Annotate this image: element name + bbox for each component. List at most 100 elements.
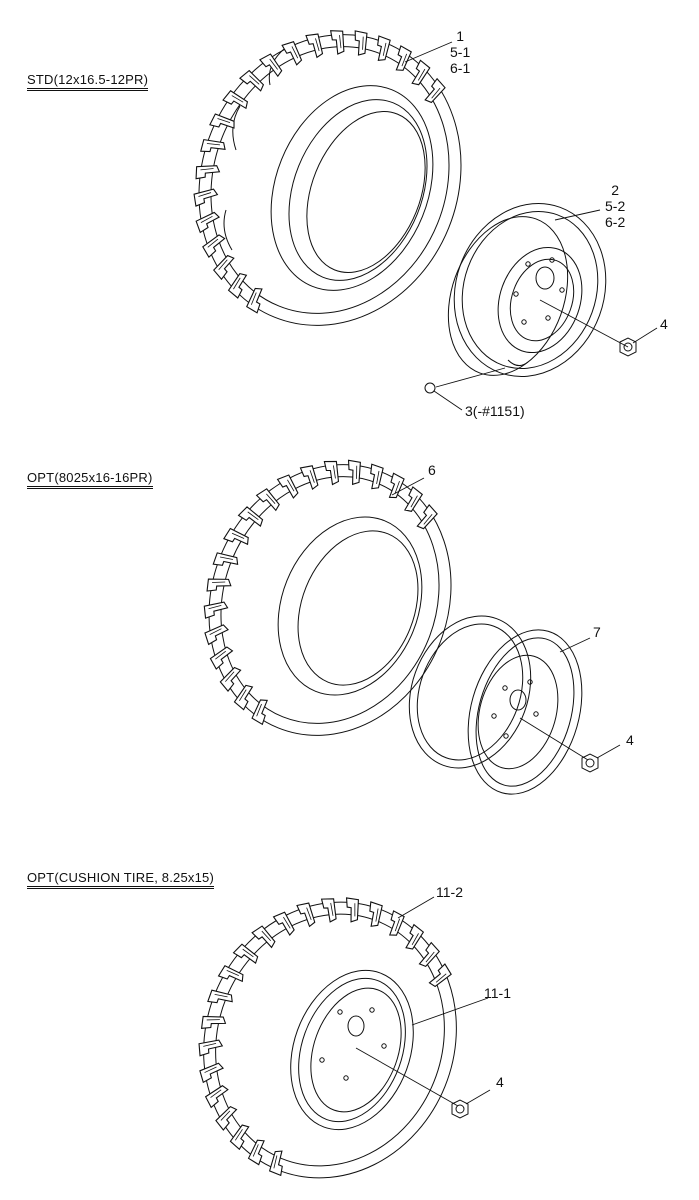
- tread-lug: [411, 59, 431, 86]
- opt-leader-lines: [391, 477, 621, 761]
- tread-groove: [354, 903, 356, 917]
- tread-groove: [252, 1144, 259, 1157]
- tread-groove: [423, 514, 433, 525]
- tread-groove: [239, 689, 247, 702]
- tread-groove: [291, 46, 299, 59]
- tread-lug: [195, 165, 221, 180]
- tread-lug: [206, 578, 232, 592]
- tread-lug: [428, 963, 452, 988]
- tread-groove: [356, 465, 358, 479]
- tread-groove: [233, 277, 241, 290]
- tread-lug: [233, 684, 254, 711]
- tread-lug: [281, 40, 303, 66]
- tread-groove: [217, 118, 231, 124]
- tread-groove: [219, 556, 234, 560]
- tread-groove: [269, 58, 278, 70]
- tread-lug: [232, 943, 259, 965]
- tread-lug: [207, 989, 233, 1004]
- callout-line: 7: [593, 624, 601, 640]
- tread-lug: [195, 211, 221, 234]
- tread-lug: [354, 30, 368, 56]
- opt-nut-drawing: [581, 753, 599, 773]
- tread-groove: [315, 38, 320, 52]
- tread-lug: [395, 45, 412, 71]
- callout-line: 2: [611, 182, 620, 198]
- tread-lug: [239, 69, 265, 92]
- opt-tire-drawing: [208, 464, 452, 736]
- tread-lug: [229, 1124, 250, 1151]
- tread-groove: [215, 650, 226, 660]
- tread-groove: [247, 511, 259, 520]
- tread-groove: [309, 470, 315, 483]
- callout-std-nut: 4: [660, 316, 668, 332]
- tread-lug: [198, 1039, 224, 1057]
- tread-lug: [329, 30, 345, 55]
- tread-groove: [198, 192, 212, 197]
- opt-tire-tread: [203, 459, 438, 726]
- tread-groove: [425, 951, 435, 963]
- tread-lug: [272, 911, 295, 936]
- tread-groove: [394, 918, 401, 932]
- tread-groove: [208, 604, 222, 610]
- callout-line: 5-2: [605, 198, 626, 214]
- tread-groove: [283, 916, 291, 929]
- tread-groove: [234, 1129, 243, 1141]
- tread-lug: [347, 459, 361, 486]
- tread-lug: [424, 77, 446, 104]
- tread-lug: [320, 898, 337, 923]
- tread-groove: [333, 465, 336, 479]
- tread-groove: [435, 973, 447, 983]
- tread-groove: [256, 703, 262, 717]
- tread-lug: [369, 901, 383, 927]
- callout-line: 6-1: [450, 60, 471, 76]
- tread-groove: [242, 948, 254, 958]
- tread-lug: [215, 1105, 238, 1131]
- tread-lug: [370, 463, 384, 490]
- callout-line: 3(-#1151): [465, 403, 525, 419]
- tread-groove: [376, 470, 380, 485]
- tread-groove: [417, 68, 426, 81]
- tread-groove: [218, 259, 228, 271]
- tread-groove: [206, 1019, 220, 1021]
- tread-lug: [247, 1139, 265, 1166]
- tread-lug: [323, 460, 340, 486]
- tread-lug: [259, 53, 283, 78]
- tread-lug: [199, 1062, 225, 1084]
- tread-lug: [276, 474, 299, 499]
- tread-groove: [209, 628, 222, 635]
- tread-lug: [268, 1150, 283, 1177]
- tread-groove: [394, 480, 400, 494]
- tread-lug: [209, 646, 234, 670]
- tread-groove: [200, 168, 214, 171]
- cushion-tire-tread: [198, 897, 452, 1177]
- tread-lug: [204, 1085, 229, 1109]
- tread-lug: [418, 941, 440, 968]
- tread-lug: [255, 488, 280, 512]
- tread-groove: [231, 532, 245, 539]
- tread-groove: [330, 902, 334, 916]
- callout-line: 4: [496, 1074, 504, 1090]
- tread-lug: [299, 465, 319, 491]
- callout-opt-rim: 7: [593, 624, 601, 640]
- callout-line: 11-1: [484, 985, 511, 1001]
- tread-groove: [375, 908, 379, 922]
- callout-line: 11-2: [436, 884, 463, 900]
- callout-line: 5-1: [450, 44, 471, 60]
- callout-line: 4: [660, 316, 668, 332]
- callout-opt-nut: 4: [626, 732, 634, 748]
- cushion-section-title: OPT(CUSHION TIRE, 8.25x15): [27, 870, 215, 889]
- tread-lug: [377, 35, 391, 61]
- callout-cushion-rim: 11-1: [484, 985, 511, 1001]
- tread-lug: [345, 897, 359, 923]
- tread-groove: [220, 1110, 231, 1121]
- tread-groove: [410, 495, 418, 508]
- tread-lug: [305, 33, 324, 59]
- tread-groove: [411, 933, 419, 946]
- tread-groove: [273, 1155, 278, 1169]
- std-valve-drawing: [424, 382, 436, 394]
- tread-lug: [212, 254, 235, 281]
- tread-lug: [404, 486, 424, 512]
- std-tire-tread: [193, 30, 446, 314]
- callout-std-valve: 3(-#1151): [465, 403, 525, 419]
- tread-groove: [249, 75, 260, 85]
